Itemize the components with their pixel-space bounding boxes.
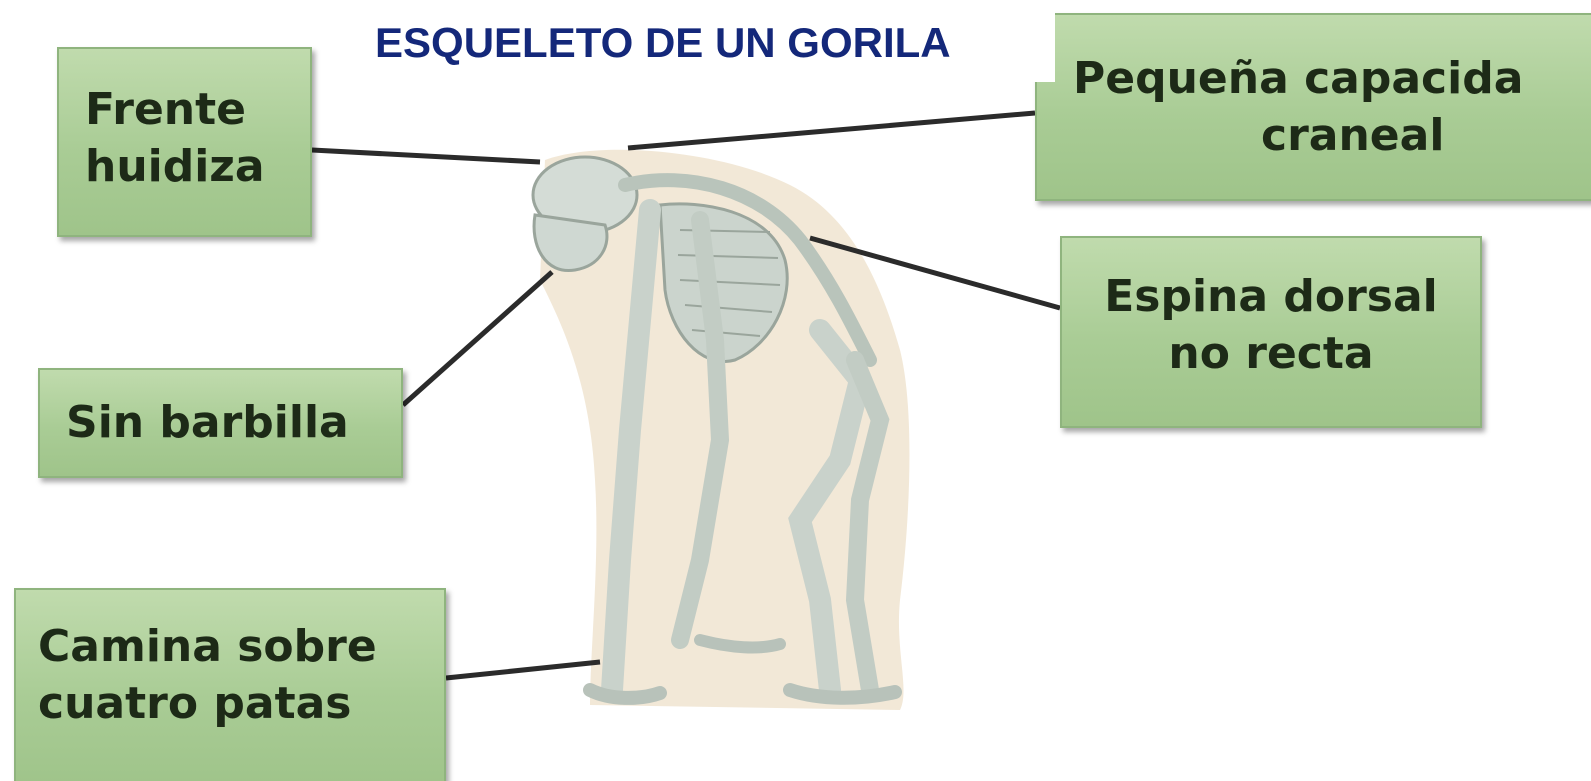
label-espina-line-2: no recta (1168, 328, 1374, 380)
foot-front (583, 683, 667, 705)
leader-line-frente (311, 147, 541, 165)
label-camina-line-2: cuatro patas (38, 678, 352, 730)
label-frente-line-1: Frente (85, 84, 246, 135)
label-pequena-line-2: craneal (1261, 110, 1445, 162)
hind-leg-right (845, 351, 890, 699)
label-barbilla-line-1: Sin barbilla (66, 397, 349, 448)
spine (618, 173, 877, 367)
label-sin-barbilla: Sin barbilla (38, 368, 403, 478)
foot-mid (694, 634, 786, 654)
label-frente-huidiza: Frente huidiza (57, 47, 312, 237)
front-arm-right (671, 211, 730, 649)
leader-line-camina (445, 659, 601, 681)
leader-line-pequena (627, 110, 1036, 151)
front-arm-left (601, 199, 661, 701)
label-espina-dorsal: Espina dorsal no recta (1060, 236, 1482, 428)
label-espina-line-1: Espina dorsal (1104, 271, 1438, 322)
jaw (532, 213, 609, 272)
diagram-title: ESQUELETO DE UN GORILA (355, 10, 1055, 82)
leader-line-barbilla (401, 270, 554, 407)
leader-line-espina (809, 235, 1061, 311)
label-pequena-capacidad-craneal: Pequeña capacida craneal (1035, 13, 1591, 201)
label-camina-cuatro-patas: Camina sobre cuatro patas (14, 588, 446, 781)
label-frente-line-2: huidiza (85, 141, 265, 193)
label-camina-line-1: Camina sobre (38, 621, 377, 672)
foot-back (783, 683, 902, 705)
label-pequena-line-1: Pequeña capacida (1073, 53, 1524, 104)
